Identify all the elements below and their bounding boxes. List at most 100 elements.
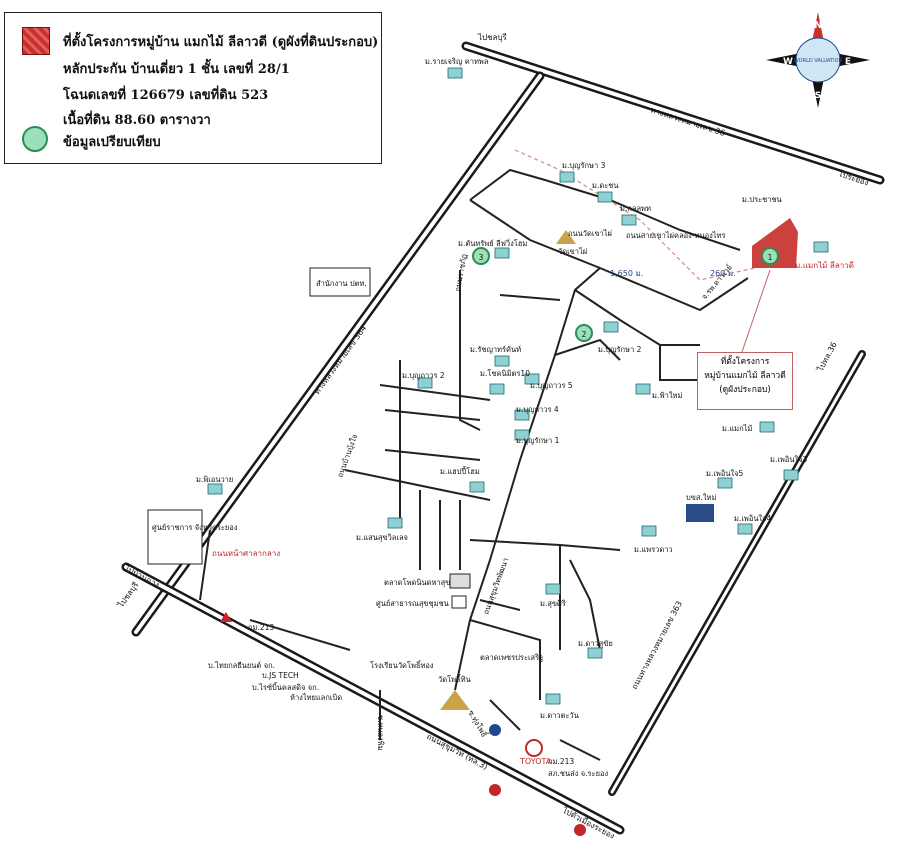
map-label: วัดโพธิ์ทิน bbox=[438, 674, 471, 684]
svg-text:WORLD VALUATION: WORLD VALUATION bbox=[794, 58, 843, 64]
map-label: ห้างไทยแลกเบิด bbox=[290, 693, 342, 702]
local-roads bbox=[199, 168, 749, 761]
police-icon bbox=[489, 724, 501, 736]
map-label: ม.พิเอนวาย bbox=[196, 475, 233, 484]
svg-text:E: E bbox=[845, 57, 851, 67]
map-label: ตลาดเพชรประเสริฐ bbox=[480, 653, 543, 662]
map-label: ม.บุญถาวร 4 bbox=[516, 405, 559, 414]
compass-rose: N S W E WORLD VALUATION bbox=[766, 12, 870, 108]
subject-callout: ที่ตั้งโครงการ หมู่บ้านแมกไม้ ลีลาวดี (ด… bbox=[697, 352, 793, 410]
village-icons bbox=[207, 67, 829, 705]
label-to-ban-chang: ไปบ้านฉาง bbox=[122, 563, 161, 589]
map-label: 1 bbox=[768, 253, 773, 262]
temple-icon bbox=[556, 230, 576, 244]
mitsubishi-icon bbox=[220, 612, 232, 622]
comparable-marker-3[interactable]: 3 bbox=[472, 247, 490, 265]
label-hwy364: ทางหลวงหมายเลข 364 bbox=[312, 324, 368, 396]
label-soi-watchak: ถนนวัดเขาไผ่ bbox=[568, 229, 612, 238]
legend-box: ที่ตั้งโครงการหมู่บ้าน แมกไม้ ลีลาวดี (ด… bbox=[4, 12, 382, 164]
map-label: ม.แมกไม้ bbox=[722, 424, 752, 433]
map-label: ตลาดโพดนินดหาสุข bbox=[384, 578, 450, 587]
map-label: 260 ม. bbox=[710, 269, 736, 278]
map-label: ม.กลลพท bbox=[620, 204, 651, 213]
map-label: กม.213 bbox=[548, 757, 574, 766]
label-soi-k12: ซ.ทุ่งโพธิ์ bbox=[466, 708, 490, 740]
comparable-swatch-icon bbox=[22, 126, 48, 152]
map-label: ม.แมกไม้ ลีลาวดี bbox=[795, 261, 854, 270]
major-roads bbox=[121, 41, 885, 835]
map-label: ม.แสนสุขวิลเลจ bbox=[356, 533, 408, 542]
subject-swatch-icon bbox=[22, 27, 50, 55]
comparable-marker-2[interactable]: 2 bbox=[575, 324, 593, 342]
village-labels: ม.รายเจริญ คาทพล ม.บุญรักษา 3 ม.ดะชน ม.ก… bbox=[196, 57, 854, 720]
map-label: ม.แพรวดาว bbox=[634, 545, 673, 554]
distance-labels: 1,650 ม. 260 ม. bbox=[610, 269, 736, 278]
toyota-icon bbox=[525, 739, 543, 757]
map-label: 1,650 ม. bbox=[610, 269, 643, 278]
map-label: ม.ดาวตะวัน bbox=[540, 711, 579, 720]
label-soi-nongphai: ถนนสายเขาไผ่คลอง-หนองไทร bbox=[626, 231, 726, 240]
callout-line-3: (ดูผังประกอบ) bbox=[719, 385, 771, 395]
label-hwy36: ทางหลวงหมายเลข 36 bbox=[649, 105, 726, 138]
bank-icon bbox=[686, 504, 714, 522]
gas-station-icon bbox=[489, 784, 501, 796]
legend-comparable: ข้อมูลเปรียบเทียบ bbox=[63, 135, 161, 150]
market-icon bbox=[449, 573, 471, 589]
map-label: วัดเขาไผ่ bbox=[558, 247, 587, 256]
map-label: ม.เพอินใจ4 bbox=[734, 514, 772, 523]
label-soi-praik: ถนนราชภัฏ bbox=[453, 253, 468, 292]
label-soi-pak: ซ.หนองพิม bbox=[376, 715, 385, 751]
map-label: ม.ตันทรัพย์ ลีฟวิ่งโฮม bbox=[458, 238, 527, 248]
route-line bbox=[514, 149, 756, 281]
map-label: โรงเรียนวัดโพธิ์ทอง bbox=[370, 660, 434, 670]
map-label: ศูนย์ราชการ จังหวัดระยอง bbox=[152, 523, 238, 532]
comparable-marker-1[interactable]: 1 bbox=[761, 247, 779, 265]
map-label: ถนนหน้าศาลากลาง bbox=[212, 549, 280, 558]
label-to-chonburi: ไปชลบุรี bbox=[477, 33, 508, 42]
callout-line-1: ที่ตั้งโครงการ bbox=[720, 357, 770, 367]
legend-area: เนื้อที่ดิน 88.60 ตารางวา bbox=[63, 113, 211, 128]
office-building-icon bbox=[309, 267, 371, 297]
map-label: ม.สุขศิริ bbox=[540, 599, 566, 608]
map-label: ม.เพอินใจ3 bbox=[770, 455, 808, 464]
map-label: ม.แฮปปี้โฮม bbox=[440, 466, 480, 476]
map-label: สภ.ชนส่ง จ.ระยอง bbox=[548, 769, 608, 778]
legend-deed: โฉนดเลขที่ 126679 เลขที่ดิน 523 bbox=[63, 88, 269, 103]
legend-collateral: หลักประกัน บ้านเดี่ยว 1 ชั้น เลขที่ 28/1 bbox=[63, 62, 290, 77]
comparable-markers: 1 2 3 bbox=[472, 247, 779, 342]
svg-text:S: S bbox=[815, 91, 821, 101]
map-label: ม.รัชญาทร์คันท์ bbox=[470, 345, 521, 354]
map-label: ม.ดะชน bbox=[592, 181, 618, 190]
map-label: บ.JS TECH bbox=[262, 671, 299, 680]
map-label: ม.บุญรักษา 2 bbox=[598, 345, 642, 354]
map-label: ศูนย์สาธารณสุขชุมชน bbox=[376, 599, 449, 608]
health-icon bbox=[451, 595, 467, 609]
gas-station-icon-2 bbox=[574, 824, 586, 836]
landmarks bbox=[147, 230, 714, 836]
map-label: ม.เพอินใจ5 bbox=[706, 469, 744, 478]
callout-line-2: หมู่บ้านแมกไม้ ลีลาวดี bbox=[704, 371, 786, 381]
label-to-36: ไปทล.36 bbox=[815, 340, 838, 373]
map-label: ม.ฟ้าใหม่ bbox=[652, 391, 682, 400]
map-label: บ.ไทยกลยืนยนต์ จก. bbox=[208, 661, 275, 670]
map-label: ม.บุญถาวร 2 bbox=[402, 371, 445, 380]
map-label: ม.รายเจริญ คาทพล bbox=[425, 57, 488, 66]
map-label: กม.213 bbox=[248, 623, 274, 632]
map-label: ม.โชคนิมิตร10 bbox=[480, 369, 530, 378]
gov-building-icon bbox=[147, 509, 203, 565]
map-label: TOYOTA bbox=[519, 757, 552, 766]
map-label: ม.บุญรักษา 3 bbox=[562, 161, 606, 170]
map-label: ม.บุญถาวร 5 bbox=[530, 381, 573, 390]
map-label: สำนักงาน ปตท. bbox=[316, 279, 367, 288]
wat-temple-icon bbox=[440, 690, 470, 710]
legend-subject-title: ที่ตั้งโครงการหมู่บ้าน แมกไม้ ลีลาวดี (ด… bbox=[63, 35, 379, 50]
svg-text:N: N bbox=[814, 20, 822, 31]
label-to-chonburi-sw: ไปชลบุรี bbox=[116, 580, 141, 610]
svg-text:W: W bbox=[783, 57, 793, 67]
map-label: ม.ดาวสุขัย bbox=[578, 639, 613, 648]
place-labels: สำนักงาน ปตท. ศูนย์ราชการ จังหวัดระยอง ถ… bbox=[152, 279, 716, 778]
map-label: ม.บุญรักษา 1 bbox=[516, 436, 560, 445]
map-label: บขส.ใหม่ bbox=[686, 493, 716, 502]
map-label: ม.ประชาชน bbox=[742, 195, 782, 204]
